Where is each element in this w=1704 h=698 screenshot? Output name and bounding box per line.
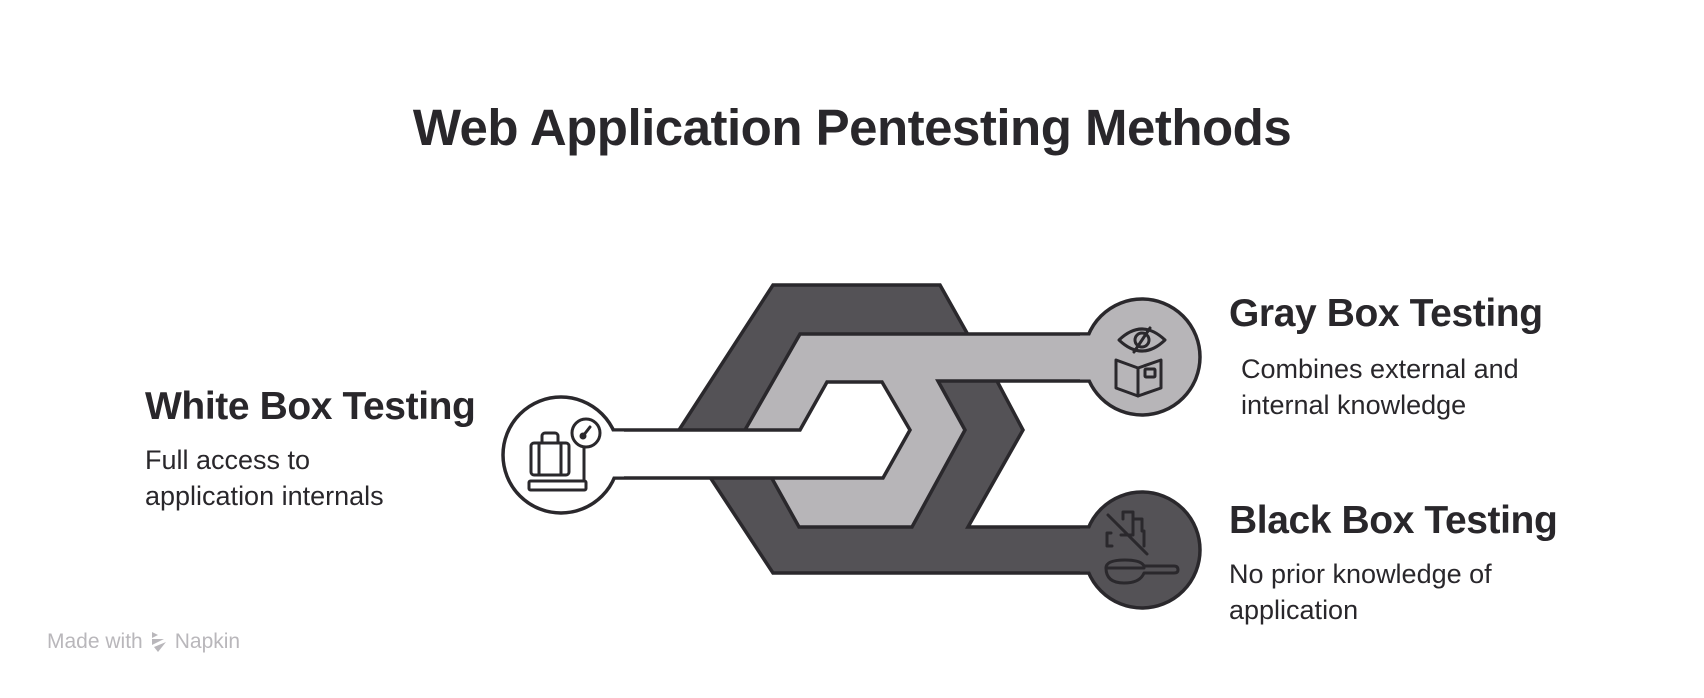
gray-box-description: Combines external and internal knowledge — [1229, 351, 1629, 423]
black-box-label: Black Box Testing No prior knowledge of … — [1229, 498, 1629, 628]
gray-box-description-line-1: Combines external and — [1241, 354, 1519, 384]
black-box-title: Black Box Testing — [1229, 499, 1558, 542]
white-box-description-line-1: Full access to — [145, 445, 311, 475]
page-title: Web Application Pentesting Methods — [412, 99, 1292, 156]
white-box-description-line-2: application internals — [145, 481, 384, 511]
gray-box-description-line-2: internal knowledge — [1241, 390, 1467, 420]
black-box-description: No prior knowledge of application — [1229, 556, 1629, 628]
eye-slash-open-box-icon — [1114, 326, 1167, 398]
white-box-label: White Box Testing Full access to applica… — [145, 384, 485, 514]
black-box-description-line-2: application — [1229, 595, 1359, 625]
white-box-title: White Box Testing — [145, 385, 476, 428]
made-with-napkin-footer[interactable]: Made with Napkin — [47, 630, 240, 654]
napkin-brand-text: Napkin — [174, 630, 241, 653]
blocks-slash-spoon-icon — [1104, 510, 1180, 585]
gray-box-label: Gray Box Testing Combines external and i… — [1229, 291, 1629, 423]
white-box-description: Full access to application internals — [145, 442, 485, 514]
luggage-scale-icon — [527, 417, 602, 492]
napkin-logo-icon — [151, 632, 166, 652]
gray-box-title: Gray Box Testing — [1229, 292, 1543, 335]
made-with-text: Made with — [47, 630, 143, 653]
black-box-description-line-1: No prior knowledge of — [1229, 559, 1492, 589]
